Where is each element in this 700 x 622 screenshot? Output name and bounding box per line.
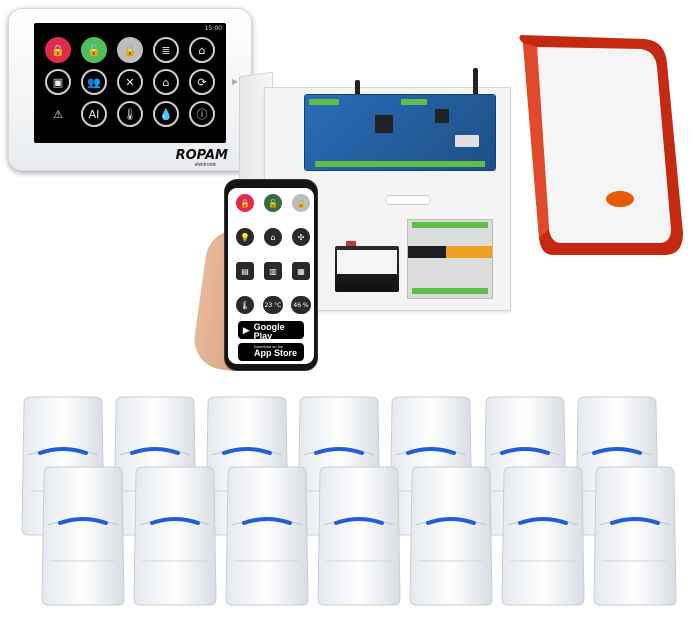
keypad-clock: 15:00 [204,25,222,32]
backup-battery [335,246,399,292]
siren-side [523,43,549,238]
ai-chart-icon[interactable]: AI [81,101,107,127]
phone-screen: 🔒 🔓 🔒 💡 ⌂ ✣ ▤ ▥ ▦ 🌡 23 °C 46 % ▶ GET IT ON Goo… [228,188,314,364]
pcb-terminal-row [315,161,485,167]
brand-logo: ROPAM [175,148,228,163]
camera-icon[interactable]: ▣ [45,69,71,95]
module-terminal [412,222,488,228]
keypad-screen: 15:00 🔒 🔓 🔒 ≣ ⌂ ▣ 👥 ✕ ⌂ ⟳ ⚠ AI 🌡 💧 ⓘ ▶ [34,23,238,143]
battery-label [337,250,397,274]
brand-logo-sub: elektronik [194,162,216,168]
module-label [408,246,492,258]
app-store-badge[interactable]: Download on the App Store [238,343,304,361]
antenna-left [355,80,360,108]
smartphone: 🔒 🔓 🔒 💡 ⌂ ✣ ▤ ▥ ▦ 🌡 23 °C 46 % ▶ GET IT ON Goo… [225,180,317,370]
list-icon[interactable]: ≣ [153,37,179,63]
pir-motion-detector [409,466,493,606]
phone-blinds-icon[interactable]: ▥ [264,262,282,280]
phone-icon-row: ▤ ▥ ▦ [232,262,314,280]
humidity-icon[interactable]: 💧 [153,101,179,127]
phone-icon-row: 💡 ⌂ ✣ [232,228,314,246]
phone-lock-grey-icon[interactable]: 🔒 [292,194,310,212]
keypad-icon-grid: 🔒 🔓 🔒 ≣ ⌂ ▣ 👥 ✕ ⌂ ⟳ ⚠ AI 🌡 💧 ⓘ [40,37,220,127]
phone-bulb-icon[interactable]: 💡 [236,228,254,246]
info-icon[interactable]: ⓘ [189,101,215,127]
phone-remote-icon[interactable]: ▤ [236,262,254,280]
main-circuit-board [305,95,495,170]
refresh-icon[interactable]: ⟳ [189,69,215,95]
pir-motion-detector [133,466,217,606]
phone-sensor-row: 🌡 23 °C 46 % [232,296,314,314]
battery-terminal [346,241,356,247]
phone-lock-green-icon[interactable]: 🔓 [264,194,282,212]
phone-lock-red-icon[interactable]: 🔒 [236,194,254,212]
outdoor-siren [519,35,683,255]
google-play-icon: ▶ [242,324,250,335]
phone-temperature: 23 °C [263,296,283,314]
home-settings-icon[interactable]: ⌂ [189,37,215,63]
pcb-terminal [309,99,339,105]
power-supply-module [408,220,492,298]
touch-keypad: 15:00 🔒 🔓 🔒 ≣ ⌂ ▣ 👥 ✕ ⌂ ⟳ ⚠ AI 🌡 💧 ⓘ ▶ ROPAM elektroni… [8,8,252,171]
pir-motion-detector [41,466,125,606]
tools-icon[interactable]: ✕ [117,69,143,95]
pcb-chip [435,109,449,123]
phone-fan-icon[interactable]: ✣ [292,228,310,246]
pcb-chip [375,115,393,133]
pir-motion-detector [593,466,677,606]
app-store-label: App Store [254,348,298,359]
google-play-badge[interactable]: ▶ GET IT ON Google Play [238,318,304,341]
siren-cover [537,47,671,243]
phone-icon-row: 🔒 🔓 🔒 [232,194,314,212]
google-play-label: Google Play [253,321,285,341]
pir-motion-detector [501,466,585,606]
google-play-small: GET IT ON [253,318,273,323]
thermometer-icon[interactable]: 🌡 [117,101,143,127]
phone-humidity: 46 % [291,296,311,314]
antenna-right [473,68,478,96]
siren-strobe-light [606,191,634,207]
phone-gate-icon[interactable]: ⌂ [264,228,282,246]
pcb-terminal [401,99,427,105]
home-icon[interactable]: ⌂ [153,69,179,95]
users-icon[interactable]: 👥 [81,69,107,95]
warning-icon[interactable]: ⚠ [53,107,63,121]
phone-garage-icon[interactable]: ▦ [292,262,310,280]
pir-motion-detector [317,466,401,606]
module-terminal [412,288,488,294]
lock-green-icon[interactable]: 🔓 [81,37,107,63]
cable-slot [385,195,431,205]
pir-motion-detector [225,466,309,606]
pcb-module [455,135,479,147]
phone-thermometer-icon: 🌡 [236,296,254,314]
lock-red-icon[interactable]: 🔒 [45,37,71,63]
chevron-right-icon: ▶ [231,77,238,86]
lock-grey-icon[interactable]: 🔒 [117,37,143,63]
app-store-small: Download on the [254,344,284,349]
